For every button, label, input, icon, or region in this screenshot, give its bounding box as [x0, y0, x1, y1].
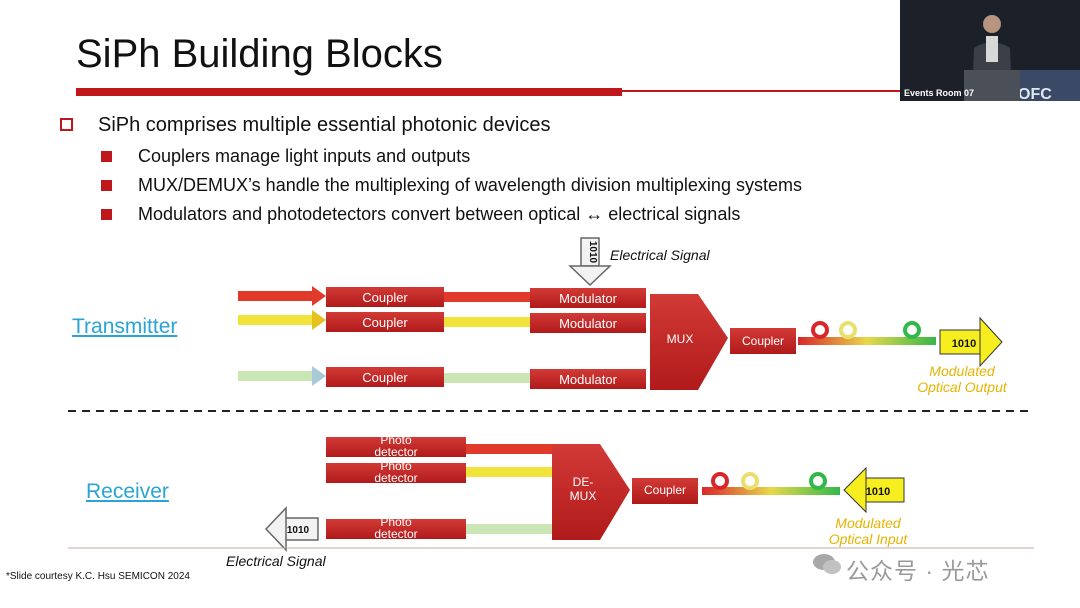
tx-waveguide-yellow	[444, 317, 532, 327]
video-room-label: Events Room 07	[904, 88, 975, 98]
svg-text:DE-: DE-	[573, 475, 594, 489]
rx-signal-bits: 1010	[287, 525, 310, 536]
sub-bullet-square	[101, 209, 112, 220]
tx-waveguide-green	[444, 373, 532, 383]
svg-text:detector: detector	[374, 527, 417, 541]
tx-modulator-3	[530, 369, 646, 389]
tx-output-waveguide	[798, 337, 936, 345]
watermark-text: 公众号 · 光芯	[846, 558, 990, 584]
tx-waveguide-red	[444, 292, 532, 302]
tx-output-bits: 1010	[952, 338, 976, 350]
speaker-video: OFC Events Room 07	[900, 0, 1080, 101]
rx-photodetector-2	[326, 463, 466, 483]
rx-photodetector-1	[326, 437, 466, 457]
rx-photodetector-3	[326, 519, 466, 539]
tx-output-coupler-text: Coupler	[742, 334, 784, 348]
tx-electrical-signal-arrow: 1010	[568, 237, 612, 287]
mux-block	[650, 294, 728, 390]
tx-modulator-3-text: Modulator	[559, 372, 617, 387]
demux-block	[552, 444, 630, 540]
tx-coupler-3	[326, 367, 444, 387]
video-screen-text: OFC	[1018, 86, 1052, 101]
tx-modulator-1	[530, 288, 646, 308]
tx-ring-yellow	[839, 321, 857, 339]
rx-ring-red	[711, 472, 729, 490]
rx-coupler	[632, 478, 698, 504]
tx-modulator-2	[530, 313, 646, 333]
svg-text:Photo: Photo	[380, 459, 412, 473]
rx-waveguide-red	[466, 444, 554, 454]
receiver-label: Receiver	[86, 480, 169, 503]
tx-electrical-signal-label: Electrical Signal	[610, 247, 710, 263]
tx-coupler-1-text: Coupler	[362, 290, 408, 305]
tx-output-coupler	[730, 328, 796, 354]
rx-ring-green	[809, 472, 827, 490]
sub-bullet-3: Modulators and photodetectors convert be…	[138, 204, 741, 224]
sub-bullet-square	[101, 151, 112, 162]
svg-text:Photo: Photo	[380, 515, 412, 529]
title-underline	[76, 88, 622, 96]
rx-waveguide-yellow	[466, 467, 554, 477]
tx-coupler-2-text: Coupler	[362, 315, 408, 330]
tx-ring-red	[811, 321, 829, 339]
rx-input-waveguide	[702, 487, 840, 495]
wechat-icon	[813, 554, 841, 574]
tx-signal-bits: 1010	[587, 241, 598, 264]
rx-ring-yellow	[741, 472, 759, 490]
tx-input-green-arrow	[238, 366, 326, 386]
tx-coupler-1	[326, 287, 444, 307]
rx-coupler-text: Coupler	[644, 483, 686, 497]
title-underline-thin	[622, 90, 902, 92]
speaker-figure: OFC	[900, 0, 1080, 101]
mux-text: MUX	[667, 332, 694, 346]
sub-bullet-square	[101, 180, 112, 191]
tx-output-bits-arrow: 1010	[939, 316, 1003, 368]
rx-waveguide-green	[466, 524, 554, 534]
rx-electrical-signal-arrow: 1010	[264, 506, 319, 552]
svg-text:detector: detector	[374, 445, 417, 459]
tx-modulator-1-text: Modulator	[559, 291, 617, 306]
bullet-hollow-square	[60, 118, 73, 131]
tx-modulator-2-text: Modulator	[559, 316, 617, 331]
slide-title: SiPh Building Blocks	[76, 32, 443, 76]
sub-bullet-2: MUX/DEMUX’s handle the multiplexing of w…	[138, 175, 802, 195]
rx-electrical-signal-label: Electrical Signal	[226, 553, 326, 569]
sub-bullet-1: Couplers manage light inputs and outputs	[138, 146, 471, 166]
tx-coupler-3-text: Coupler	[362, 370, 408, 385]
slide-courtesy: *Slide courtesy K.C. Hsu SEMICON 2024	[6, 571, 190, 582]
rx-input-bits-arrow: 1010	[843, 466, 905, 514]
transmitter-label: Transmitter	[72, 315, 178, 338]
svg-text:Photo: Photo	[380, 433, 412, 447]
tx-coupler-2	[326, 312, 444, 332]
svg-text:MUX: MUX	[570, 489, 597, 503]
svg-text:detector: detector	[374, 471, 417, 485]
main-bullet-text: SiPh comprises multiple essential photon…	[98, 114, 551, 136]
tx-ring-green	[903, 321, 921, 339]
tx-input-red-arrow	[238, 286, 326, 306]
tx-input-yellow-arrow	[238, 310, 326, 330]
rx-input-bits: 1010	[866, 486, 890, 498]
